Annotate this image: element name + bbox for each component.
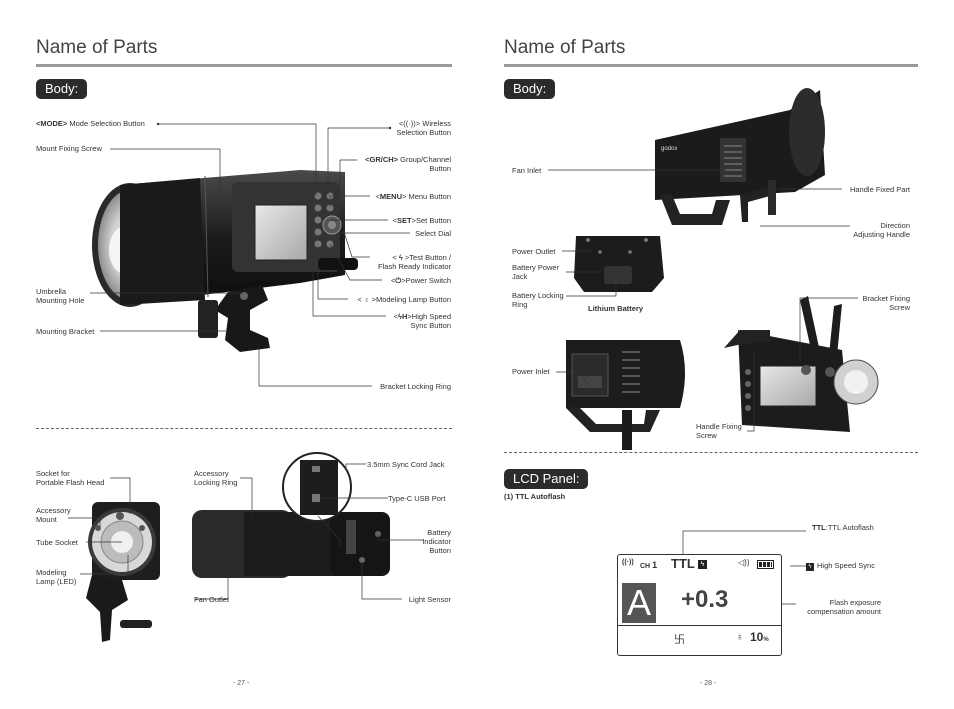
page-title-right: Name of Parts bbox=[504, 37, 626, 58]
label-mode-button: <MODE> Mode Selection Button bbox=[36, 119, 145, 128]
flash-unit-rear-illustration bbox=[566, 340, 685, 450]
divider-left bbox=[36, 428, 452, 429]
lcd-panel: ((·)) CH 1 TTL ϟ ◁)) A +0.3 卐 ♁ 10% bbox=[617, 554, 782, 656]
wireless-icon: ((·)) bbox=[403, 119, 416, 128]
label-power-outlet: Power Outlet bbox=[512, 247, 556, 256]
title-rule-right bbox=[504, 64, 918, 67]
page-number-left: - 27 - bbox=[233, 680, 250, 687]
lcd-subtitle: (1) TTL Autoflash bbox=[504, 492, 566, 501]
label-ttl: TTL:TTL Autoflash bbox=[812, 523, 874, 532]
page-title-left: Name of Parts bbox=[36, 37, 158, 58]
label-lithium-battery: Lithium Battery bbox=[588, 304, 644, 313]
leader-lines-right-top bbox=[548, 169, 850, 227]
lcd-modeling-value: 10% bbox=[750, 630, 769, 644]
label-menu-button: <MENU> Menu Button bbox=[375, 192, 451, 201]
lcd-tag: LCD Panel: bbox=[504, 469, 589, 489]
label-light-sensor: Light Sensor bbox=[408, 595, 451, 604]
label-wireless-button: <((·))> Wireless Selection Button bbox=[396, 119, 451, 137]
label-usb-port: Type-C USB Port bbox=[388, 494, 446, 503]
label-power-switch: <⏻>Power Switch bbox=[390, 276, 451, 285]
label-fan-inlet: Fan Inlet bbox=[512, 166, 542, 175]
leader-lines-top-left bbox=[90, 123, 410, 387]
label-bracket-ring: Bracket Locking Ring bbox=[380, 382, 451, 391]
flash-bolt-icon: ϟ bbox=[398, 253, 403, 262]
bulb-icon: ♁ bbox=[363, 295, 370, 304]
label-select-dial: Select Dial bbox=[415, 229, 451, 238]
label-handle-fixed: Handle Fixed Part bbox=[849, 185, 910, 194]
body-tag-left: Body: bbox=[36, 79, 88, 99]
label-grch-button: <GR/CH> Group/Channel Button bbox=[365, 155, 451, 173]
label-hss-button: <ϟH>High Speed Sync Button bbox=[393, 312, 451, 330]
label-tube-socket: Tube Socket bbox=[36, 538, 78, 547]
title-rule-left bbox=[36, 64, 452, 67]
hss-indicator-icon: ϟ bbox=[806, 563, 814, 571]
lcd-bulb-icon: ♁ bbox=[736, 632, 744, 643]
leader-lines-angled bbox=[747, 297, 858, 432]
label-fan-outlet: Fan Outlet bbox=[194, 595, 230, 604]
lcd-ttl: TTL bbox=[671, 556, 695, 571]
lcd-hss-icon: ϟ bbox=[698, 560, 707, 569]
flash-unit-front-illustration bbox=[92, 170, 358, 352]
flash-body-side-illustration bbox=[192, 452, 390, 578]
label-set-button: <SET>Set Button bbox=[392, 216, 451, 225]
lcd-separator bbox=[618, 625, 781, 626]
lcd-channel: CH 1 bbox=[640, 560, 658, 570]
flash-head-back-illustration bbox=[86, 502, 160, 642]
wireless-lcd-icon: ((·)) bbox=[622, 559, 634, 566]
leader-lines-bottom-mid bbox=[195, 463, 424, 600]
body-tag-right: Body: bbox=[504, 79, 556, 99]
leader-lines-bottom-left bbox=[68, 477, 131, 575]
divider-right bbox=[504, 452, 918, 453]
flash-unit-angled-illustration bbox=[724, 296, 879, 432]
svg-text:godox: godox bbox=[661, 146, 677, 152]
label-test-button: < ϟ >Test Button / Flash Ready Indicator bbox=[378, 253, 451, 271]
label-mount-screw: Mount Fixing Screw bbox=[36, 144, 102, 153]
lithium-battery-illustration bbox=[574, 236, 664, 292]
battery-level-icon bbox=[757, 560, 774, 569]
lcd-mode-letter: A bbox=[622, 583, 656, 623]
power-icon: ⏻ bbox=[395, 276, 402, 285]
label-sync-jack: 3.5mm Sync Cord Jack bbox=[367, 460, 445, 469]
hss-bolt-icon: ϟ bbox=[398, 312, 402, 321]
label-power-inlet: Power Inlet bbox=[512, 367, 550, 376]
label-mounting-bracket: Mounting Bracket bbox=[36, 327, 95, 336]
leader-lines-power-inlet bbox=[556, 371, 589, 386]
fan-icon: 卐 bbox=[674, 634, 685, 646]
label-modeling-button: < ♁ >Modeling Lamp Button bbox=[357, 295, 451, 304]
speaker-icon: ◁)) bbox=[738, 558, 750, 567]
leader-lines-battery bbox=[562, 250, 617, 297]
flash-unit-back-illustration: godox bbox=[655, 88, 825, 225]
page-number-right: - 28 - bbox=[700, 680, 717, 687]
lcd-comp-value: +0.3 bbox=[681, 586, 729, 613]
